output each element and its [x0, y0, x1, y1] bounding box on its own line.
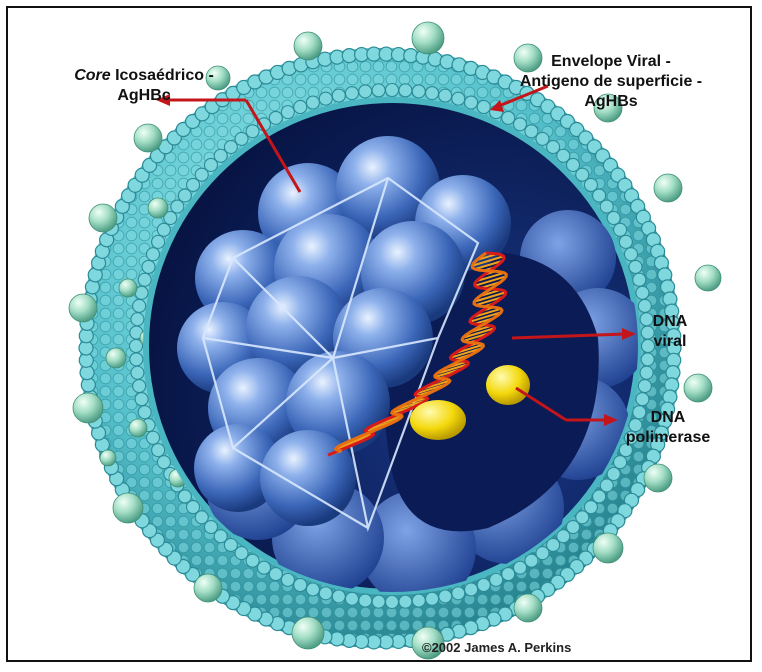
label-core-line2: AgHBc: [30, 86, 258, 106]
label-core-icosahedral: Core Icosaédrico - AgHBc: [30, 66, 258, 106]
label-dna-line1: DNA: [630, 312, 710, 332]
label-envelope-line3: AgHBs: [466, 92, 752, 112]
label-envelope-line2: Antigeno de superficie -: [466, 72, 752, 92]
copyright-credit: ©2002 James A. Perkins: [422, 640, 571, 655]
label-envelope-line1: Envelope Viral -: [466, 52, 752, 72]
label-envelope: Envelope Viral - Antigeno de superficie …: [466, 52, 752, 112]
label-dna-polymerase: DNA polimerase: [602, 408, 734, 448]
diagram-frame: Core Icosaédrico - AgHBc Envelope Viral …: [6, 6, 752, 662]
label-polymerase-line2: polimerase: [602, 428, 734, 448]
label-dna-line2: viral: [630, 332, 710, 352]
label-polymerase-line1: DNA: [602, 408, 734, 428]
label-dna-viral: DNA viral: [630, 312, 710, 352]
label-core-rest: Icosaédrico -: [111, 67, 214, 84]
label-core-italic: Core: [74, 67, 110, 84]
